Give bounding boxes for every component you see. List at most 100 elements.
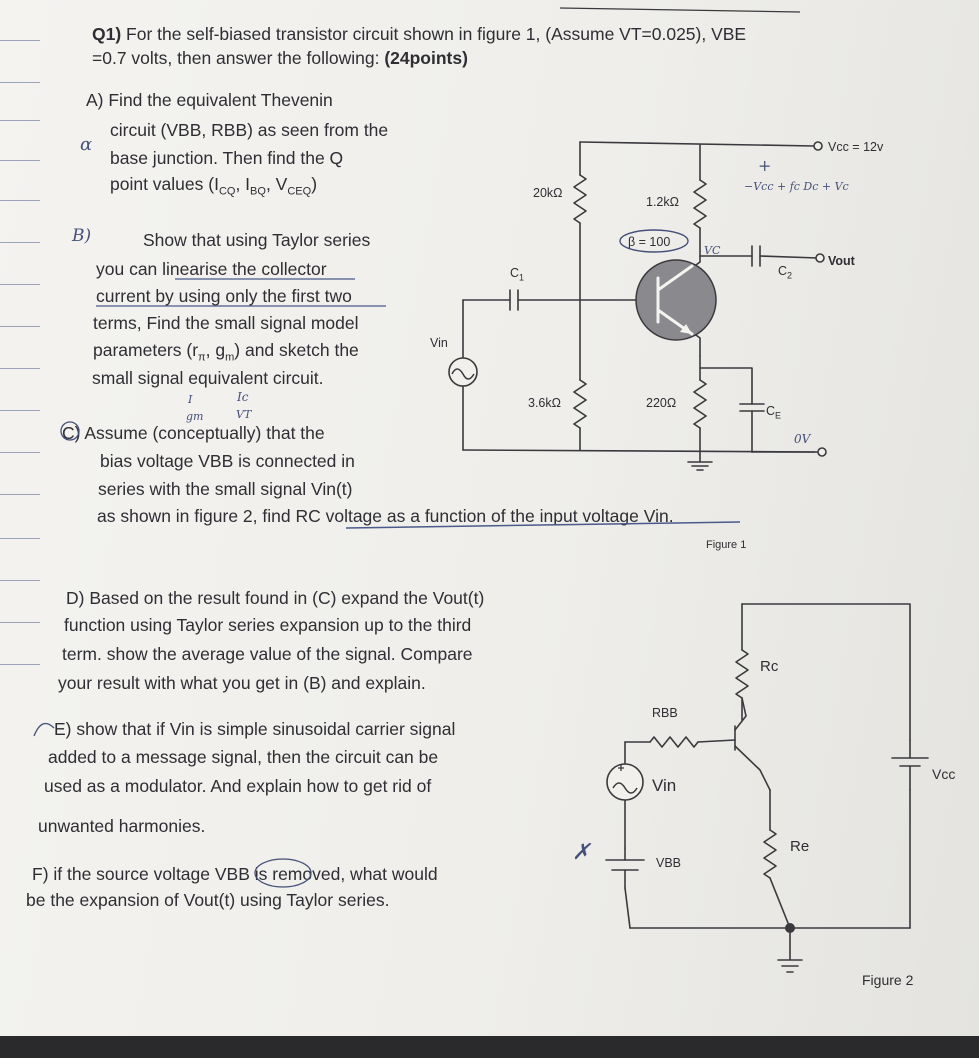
fig2-base-wire-2 <box>697 739 736 743</box>
fig2-resistor-re <box>763 829 777 879</box>
fig1-resistor-3k6 <box>573 379 587 429</box>
part-c-underline <box>345 521 741 529</box>
fig1-vout-terminal <box>815 253 825 263</box>
hand-vc-expr: −Vcc + fc Dc + Vc <box>744 180 849 193</box>
question-header-line2: =0.7 volts, then answer the following: (… <box>92 48 468 68</box>
sub-cq: CQ <box>218 185 236 198</box>
fig1-rc-label: 1.2kΩ <box>646 195 679 209</box>
question-number: Q1) <box>92 24 122 44</box>
comma-i: , I <box>235 174 251 194</box>
part-a-line4: point values (ICQ, IBQ, VCEQ) <box>110 174 318 198</box>
fig2-src-wire-bot <box>624 887 631 929</box>
paper-top-line <box>559 7 801 13</box>
part-c-line1: C) Assume (conceptually) that the <box>62 423 325 443</box>
sub-ceq: CEQ <box>287 185 312 198</box>
c1-sub: 1 <box>519 272 525 283</box>
hand-ic: Ic <box>237 390 249 404</box>
part-e-line1: E) show that if Vin is simple sinusoidal… <box>54 719 456 739</box>
sub-pi: π <box>198 351 206 364</box>
exam-sheet <box>0 0 979 1036</box>
fig1-emitter-arrow <box>680 324 692 334</box>
figure1-caption: Figure 1 <box>706 539 747 551</box>
fig2-re-wire-bot <box>769 877 791 929</box>
circuit-diagrams <box>33 7 929 973</box>
rpi-text: parameters (r <box>93 340 199 360</box>
fig2-top-rail <box>741 603 911 741</box>
hand-cross: ✗ <box>572 840 591 865</box>
vbb-circle <box>254 858 312 888</box>
fig1-c2-label: C2 <box>778 264 792 281</box>
part-d-line1: D) Based on the result found in (C) expa… <box>66 588 485 608</box>
part-b-label: B) <box>72 226 92 246</box>
fig1-vin-label: Vin <box>430 336 448 350</box>
part-b-line2-text: you can linearise the collector <box>96 259 327 279</box>
part-f-line2: be the expansion of Vout(t) using Taylor… <box>26 890 390 910</box>
fig2-bjt-collector <box>734 697 747 731</box>
fig1-vcc-terminal <box>813 141 823 151</box>
part-a-line3: base junction. Then find the Q <box>110 148 344 168</box>
part-d-line2: function using Taylor series expansion u… <box>64 615 472 635</box>
close-paren: ) <box>311 174 318 194</box>
fig2-rc-label: Rc <box>760 658 779 675</box>
hand-ib: I <box>188 393 193 406</box>
gm-text: , g <box>205 340 226 360</box>
fig1-0v-terminal <box>817 447 827 457</box>
fig2-ground-node <box>785 923 795 933</box>
fig2-resistor-rc <box>735 649 749 699</box>
part-b-underline <box>96 278 386 307</box>
part-a-q-text: point values (I <box>110 174 219 194</box>
question-header: Q1) For the self-biased transistor circu… <box>92 24 746 44</box>
sub-m: m <box>225 351 235 364</box>
fig2-ground <box>777 927 803 973</box>
part-d-line4: your result with what you get in (B) and… <box>58 673 426 693</box>
fig1-r1-label: 20kΩ <box>533 186 563 200</box>
ce-letter: C <box>766 404 776 418</box>
fig2-resistor-rbb <box>649 736 699 748</box>
fig2-vcc-label: Vcc <box>932 766 956 782</box>
part-e-line2: added to a message signal, then the circ… <box>48 747 439 767</box>
figure2-caption: Figure 2 <box>862 972 914 988</box>
part-e-line4: unwanted harmonies. <box>38 816 206 836</box>
hand-vc-plus: + <box>758 156 772 175</box>
photo-bottom-edge <box>0 1036 979 1058</box>
fig1-beta-label: β = 100 <box>628 235 671 249</box>
handwritten-alpha: α <box>80 134 93 155</box>
c1-letter: C <box>510 266 520 280</box>
fig2-bjt-emitter <box>734 745 771 791</box>
fig1-vout-label: Vout <box>828 254 855 268</box>
beta-circle <box>619 229 689 253</box>
question-header-line2-text: =0.7 volts, then answer the following: <box>92 48 385 68</box>
fig2-re-label: Re <box>790 838 810 855</box>
ce-sub: E <box>775 410 782 421</box>
comma-v: , V <box>265 174 288 194</box>
points-label: (24points) <box>384 48 468 68</box>
fig2-vin-source <box>606 763 644 801</box>
part-c-line4: as shown in figure 2, find RC voltage as… <box>97 506 674 526</box>
fig1-c1-label: C1 <box>510 266 524 283</box>
part-b-line3: current by using only the first two <box>96 286 352 306</box>
part-c-line2: bias voltage VBB is connected in <box>100 451 355 471</box>
fig2-vbb-label: VBB <box>656 856 682 870</box>
part-b-line2: you can linearise the collector <box>96 259 327 279</box>
fig1-vout-wire <box>759 255 819 259</box>
hand-0v: 0V <box>794 432 811 446</box>
fig2-rbb-label: RBB <box>652 706 678 720</box>
fig2-vin-label: Vin <box>652 776 677 795</box>
fig1-resistor-20k <box>573 174 587 224</box>
part-b-line1: Show that using Taylor series <box>143 230 371 250</box>
fig1-vcc-label: Vcc = 12v <box>828 140 884 154</box>
hand-gm: gm <box>186 410 204 423</box>
c2-letter: C <box>778 264 788 278</box>
sub-bq: BQ <box>250 185 266 198</box>
hand-vc-mark: VC <box>704 244 721 257</box>
hand-vt: VT <box>236 408 252 421</box>
part-b-line5: parameters (rπ, gm) and sketch the <box>93 340 359 364</box>
part-e-line3: used as a modulator. And explain how to … <box>44 776 432 796</box>
fig1-ground <box>687 461 713 471</box>
fig1-bjt-body <box>635 259 717 341</box>
fig1-ce-wire <box>699 367 753 405</box>
fig1-r2-label: 3.6kΩ <box>528 396 561 410</box>
fig1-resistor-re <box>693 379 707 429</box>
fig1-ce-label: CE <box>766 404 781 421</box>
part-b-line6: small signal equivalent circuit. <box>92 368 324 388</box>
